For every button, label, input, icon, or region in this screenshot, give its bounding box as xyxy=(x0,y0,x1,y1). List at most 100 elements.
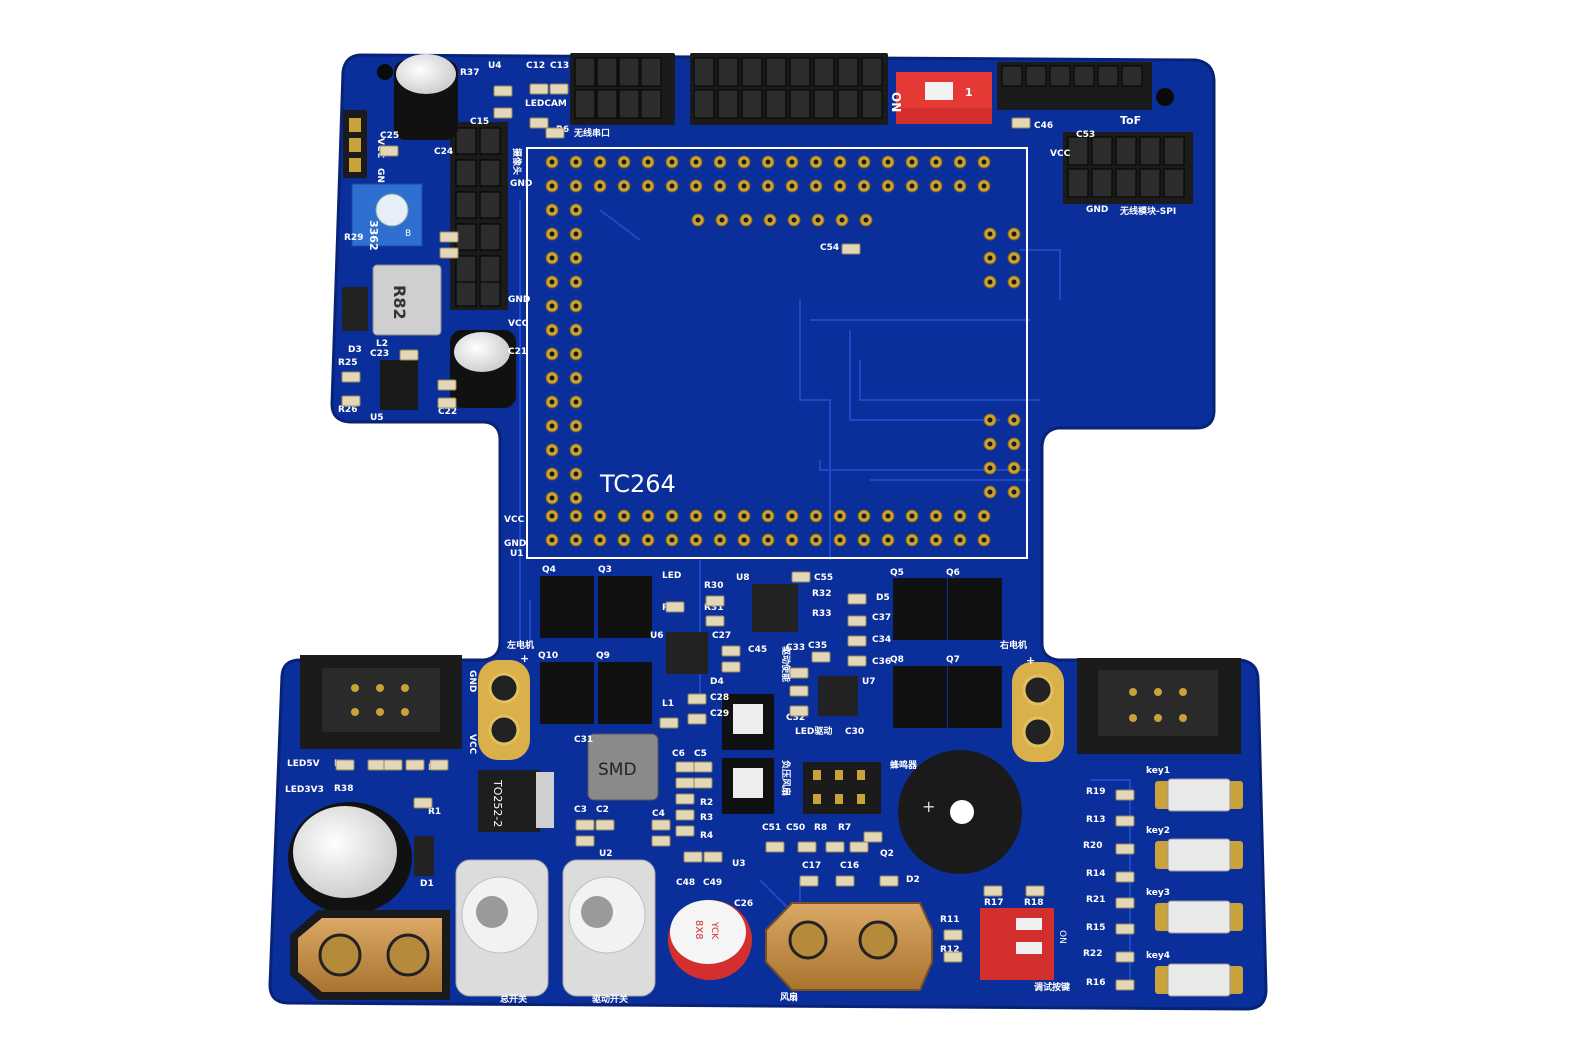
tc264-pad-hole xyxy=(573,159,579,165)
label-led3v3: LED3V3 xyxy=(285,785,324,795)
ic-u6 xyxy=(666,632,708,674)
cap-c26-text2: YCK xyxy=(709,921,719,940)
switch-neg-fan-cap xyxy=(733,768,763,798)
tc264-pad-hole xyxy=(813,513,819,519)
ref-r15: R15 xyxy=(1086,923,1105,933)
tc264-pad-hole xyxy=(693,513,699,519)
tact-key-2[interactable] xyxy=(1167,838,1231,872)
ref-c32: C32 xyxy=(786,713,805,723)
ref-u1: U1 xyxy=(510,549,524,559)
tc264-pad-hole xyxy=(813,159,819,165)
tc264-pad-hole xyxy=(573,423,579,429)
smd-passive xyxy=(549,83,569,95)
label-wireless-spi: 无线模块-SPI xyxy=(1119,205,1176,217)
tc264-pad-hole xyxy=(645,537,651,543)
tc264-pad-hole xyxy=(933,513,939,519)
main-power-switch[interactable] xyxy=(455,859,549,997)
diode-d3 xyxy=(342,287,368,331)
smd-passive xyxy=(1115,871,1135,883)
header-wireless-spi xyxy=(1063,132,1193,204)
label-led: LED xyxy=(662,571,681,581)
ref-r21: R21 xyxy=(1086,895,1105,905)
tc264-pad-hole xyxy=(789,513,795,519)
smd-passive xyxy=(825,841,845,853)
tc264-pad-hole xyxy=(1011,255,1017,261)
tc264-pad-hole xyxy=(837,513,843,519)
ref-c22: C22 xyxy=(438,407,457,417)
tc264-pad-hole xyxy=(597,159,603,165)
tc264-pad-hole xyxy=(885,159,891,165)
tc264-pad-hole xyxy=(573,471,579,477)
tc264-pad-hole xyxy=(909,513,915,519)
potentiometer[interactable]: 3362 B xyxy=(351,183,423,251)
tc264-pad-hole xyxy=(549,471,555,477)
label-fan: 风扇 xyxy=(780,991,798,1003)
smd-passive xyxy=(437,379,457,391)
tc264-pad-hole xyxy=(549,231,555,237)
header-tof xyxy=(997,62,1152,110)
ref-q2: Q2 xyxy=(880,849,894,859)
tc264-pad-hole xyxy=(981,537,987,543)
ref-r13: R13 xyxy=(1086,815,1105,825)
header-camera xyxy=(450,122,508,310)
ref-c37: C37 xyxy=(872,613,891,623)
ref-c30: C30 xyxy=(845,727,864,737)
tc264-pad-hole xyxy=(717,513,723,519)
tc264-pad-hole xyxy=(933,537,939,543)
smd-passive xyxy=(849,841,869,853)
smd-passive xyxy=(799,875,819,887)
electrolytic-cap-c26: 8X8 YCK xyxy=(668,900,752,980)
tc264-pad-hole xyxy=(693,183,699,189)
label-left-motor: 左电机 xyxy=(506,639,534,651)
tc264-pad-hole xyxy=(1011,231,1017,237)
smd-passive xyxy=(841,243,861,255)
tc264-pad-hole xyxy=(957,513,963,519)
dip-switch-on[interactable]: ON 1 xyxy=(889,72,992,124)
tc264-pad-hole xyxy=(597,513,603,519)
ref-d1: D1 xyxy=(420,879,434,889)
tc264-pad-hole xyxy=(837,537,843,543)
dip-on-label: ON xyxy=(889,92,903,112)
ref-u2: U2 xyxy=(599,849,613,859)
ref-c2: C2 xyxy=(596,805,609,815)
ref-r37: R37 xyxy=(460,68,479,78)
smd-passive xyxy=(659,717,679,729)
tc264-pad-hole xyxy=(789,537,795,543)
smd-passive xyxy=(367,759,387,771)
tc264-pad-hole xyxy=(573,399,579,405)
ref-c29: C29 xyxy=(710,709,729,719)
tc264-pad-hole xyxy=(645,513,651,519)
smd-passive xyxy=(847,593,867,605)
tc264-pad-hole xyxy=(1011,465,1017,471)
tc264-pad-hole xyxy=(1011,489,1017,495)
smd-passive xyxy=(493,85,513,97)
tc264-pad-hole xyxy=(549,399,555,405)
ref-l1: L1 xyxy=(662,699,674,709)
ref-c34: C34 xyxy=(872,635,891,645)
smd-passive xyxy=(789,667,809,679)
smd-passive xyxy=(789,685,809,697)
diode-d1 xyxy=(414,836,434,876)
tact-key-3[interactable] xyxy=(1167,900,1231,934)
smd-passive xyxy=(383,759,403,771)
tc264-pad-hole xyxy=(549,537,555,543)
tc264-pad-hole xyxy=(981,159,987,165)
drive-power-switch[interactable] xyxy=(562,859,656,997)
tact-key-4[interactable] xyxy=(1167,963,1231,997)
ref-c25: C25 xyxy=(380,131,399,141)
dip-switch-debug[interactable]: ON xyxy=(980,908,1067,980)
ic-u7 xyxy=(818,676,858,716)
smd-passive xyxy=(797,841,817,853)
smd-passive xyxy=(1115,897,1135,909)
smd-passive xyxy=(341,371,361,383)
ref-c5: C5 xyxy=(694,749,707,759)
tc264-pad-hole xyxy=(573,327,579,333)
smd-passive xyxy=(1115,843,1135,855)
tc264-pad-hole xyxy=(645,159,651,165)
tact-key-1[interactable] xyxy=(1167,778,1231,812)
ref-d5: D5 xyxy=(876,593,890,603)
ref-r17: R17 xyxy=(984,898,1003,908)
tc264-pad-hole xyxy=(573,351,579,357)
ref-r7: R7 xyxy=(838,823,851,833)
